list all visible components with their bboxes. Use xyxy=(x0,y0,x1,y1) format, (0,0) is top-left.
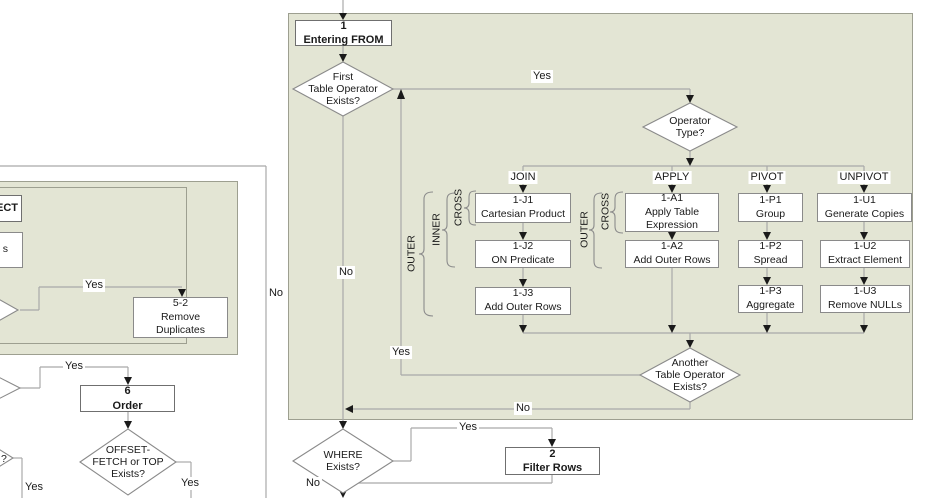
apply-step1-box: 1-A1 Apply Table Expression xyxy=(625,192,719,232)
join-branch-label: JOIN xyxy=(508,171,538,184)
unpivot-branch-label: UNPIVOT xyxy=(837,171,891,184)
pivot-step2-box: 1-P2 Spread xyxy=(738,240,803,268)
join-outer-label: OUTER xyxy=(405,235,418,272)
join-step2-box: 1-J2 ON Predicate xyxy=(475,240,571,268)
apply-cross-brace xyxy=(609,191,624,234)
select-title-box-cut: ECT xyxy=(0,195,22,222)
cut-diamond-label-fragment: ? xyxy=(1,453,7,465)
bottom-diamond-cut xyxy=(0,449,15,467)
join-cross-label: CROSS xyxy=(452,188,465,227)
unpivot-step3-box: 1-U3 Remove NULLs xyxy=(820,285,910,313)
where-exists-diamond-label: WHERE Exists? xyxy=(323,449,363,474)
no-label-first-operator: No xyxy=(336,266,356,279)
unpivot-step1-box: 1-U1 Generate Copies xyxy=(817,193,912,222)
another-table-operator-diamond xyxy=(638,347,742,403)
apply-outer-brace xyxy=(588,192,603,269)
join-step3-box: 1-J3 Add Outer Rows xyxy=(475,287,571,315)
offset-fetch-diamond-label: OFFSET- FETCH or TOP Exists? xyxy=(92,444,164,481)
join-cross-brace xyxy=(463,190,477,226)
decision-diamonds xyxy=(0,61,742,496)
filter-rows-box: 2 Filter Rows xyxy=(505,447,600,475)
another-table-operator-diamond-label: Another Table Operator Exists? xyxy=(655,357,725,394)
yes-label-where: Yes xyxy=(457,421,479,434)
evaluate-expressions-box-cut: s xyxy=(0,232,23,268)
yes-label-bottom-cut: Yes xyxy=(23,481,45,494)
yes-label-first-operator: Yes xyxy=(531,70,553,83)
no-label-another: No xyxy=(513,402,533,415)
yes-label-another-loop: Yes xyxy=(390,346,412,359)
order-by-diamond-cut xyxy=(0,377,22,399)
no-label-outer-line: No xyxy=(266,287,286,300)
yes-label-order: Yes xyxy=(63,360,85,373)
pivot-step3-box: 1-P3 Aggregate xyxy=(738,285,803,313)
pivot-branch-label: PIVOT xyxy=(748,171,786,184)
join-step1-box: 1-J1 Cartesian Product xyxy=(475,193,571,223)
join-inner-label: INNER xyxy=(430,213,443,246)
operator-type-diamond-label: Operator Type? xyxy=(669,115,711,140)
order-box: 6 Order xyxy=(80,385,175,412)
yes-label-offset: Yes xyxy=(179,477,201,490)
entering-from-box: 1 Entering FROM xyxy=(295,20,392,46)
apply-branch-label: APPLY xyxy=(652,171,692,184)
apply-cross-label: CROSS xyxy=(599,192,612,231)
yes-label-distinct: Yes xyxy=(83,279,105,292)
join-inner-brace xyxy=(441,192,456,268)
join-outer-brace xyxy=(418,191,434,317)
offset-fetch-diamond xyxy=(79,428,177,496)
first-table-operator-diamond xyxy=(291,61,395,117)
remove-duplicates-box: 5-2 Remove Duplicates xyxy=(133,297,228,338)
pivot-step1-box: 1-P1 Group xyxy=(738,193,803,222)
apply-step2-box: 1-A2 Add Outer Rows xyxy=(625,240,719,268)
no-label-where: No xyxy=(303,477,323,490)
operator-type-diamond xyxy=(641,102,739,152)
unpivot-step2-box: 1-U2 Extract Element xyxy=(820,240,910,268)
distinct-diamond-cut xyxy=(0,299,20,321)
grouping-braces xyxy=(418,190,624,317)
apply-outer-label: OUTER xyxy=(578,211,591,248)
first-table-operator-diamond-label: First Table Operator Exists? xyxy=(308,71,378,108)
